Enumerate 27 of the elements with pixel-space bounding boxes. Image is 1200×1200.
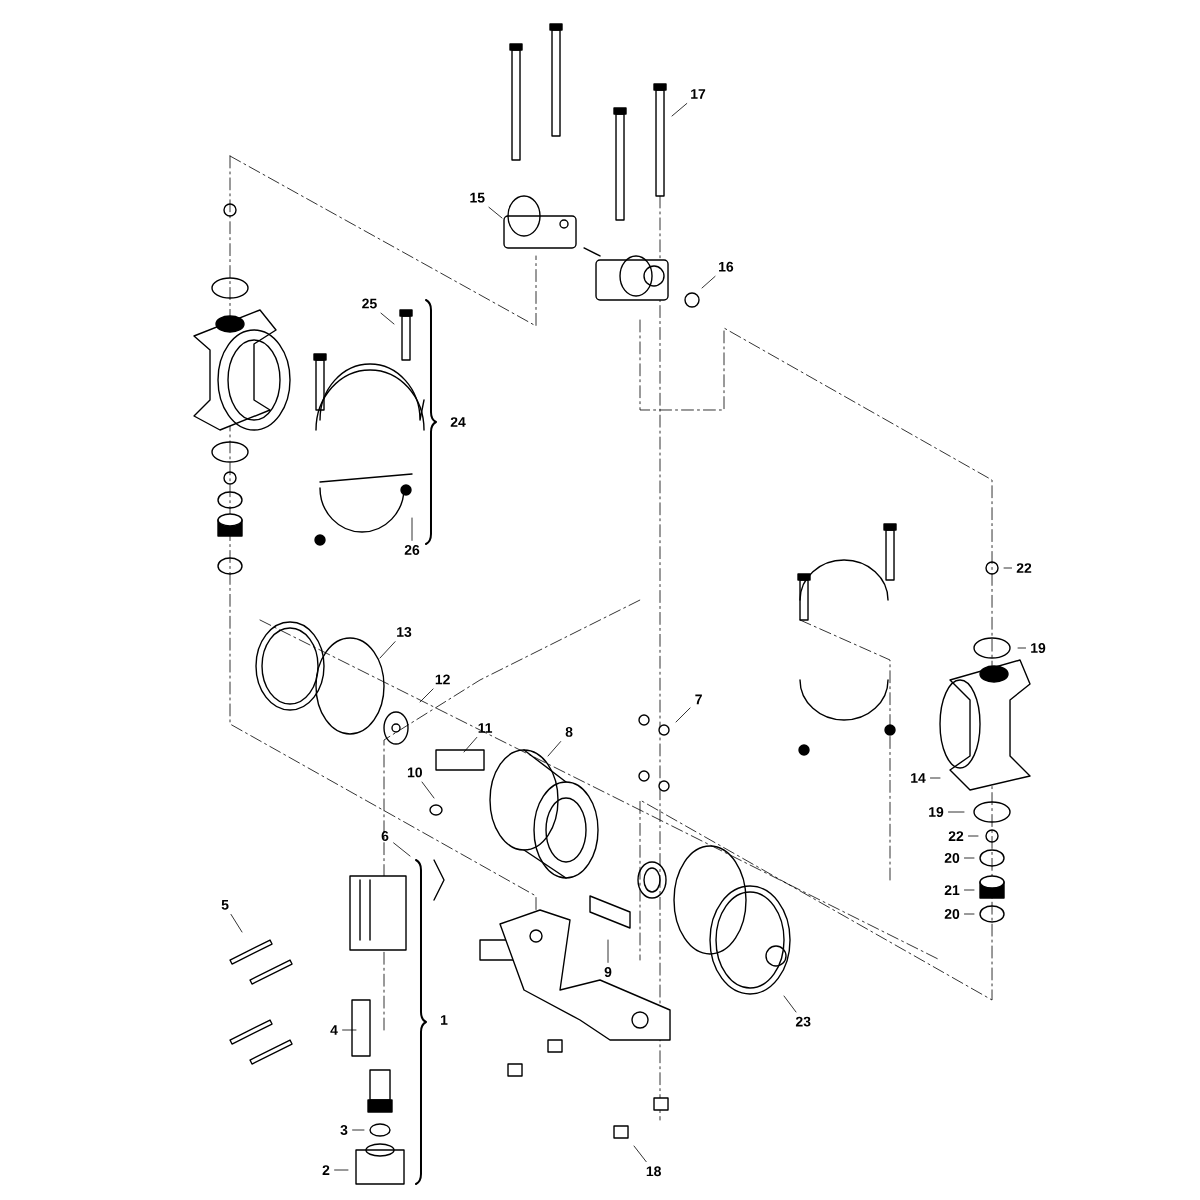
leader-line	[334, 1169, 349, 1171]
leader-line	[633, 1145, 647, 1163]
leader-line	[488, 206, 503, 219]
leader-line	[379, 641, 396, 659]
leader-line	[968, 835, 979, 837]
leader-line	[1003, 567, 1012, 569]
leader-line	[783, 995, 797, 1013]
leader-line	[964, 889, 975, 891]
leader-line	[1017, 647, 1026, 649]
leader-line	[930, 777, 941, 779]
leader-line	[964, 857, 975, 859]
leader-line	[607, 939, 609, 963]
leader-line	[230, 914, 243, 933]
leader-line	[671, 103, 688, 117]
leader-line	[948, 811, 965, 813]
leader-line	[421, 781, 435, 799]
leader-line	[547, 741, 562, 757]
leader-line	[964, 913, 975, 915]
leader-line	[701, 275, 716, 289]
leader-line	[463, 737, 478, 753]
leader-line	[411, 517, 413, 541]
leader-line	[342, 1029, 357, 1031]
leader-line	[419, 688, 434, 703]
leader-line	[393, 842, 411, 857]
leader-line	[352, 1129, 365, 1131]
leader-line	[675, 707, 691, 723]
leader-line	[380, 312, 395, 325]
